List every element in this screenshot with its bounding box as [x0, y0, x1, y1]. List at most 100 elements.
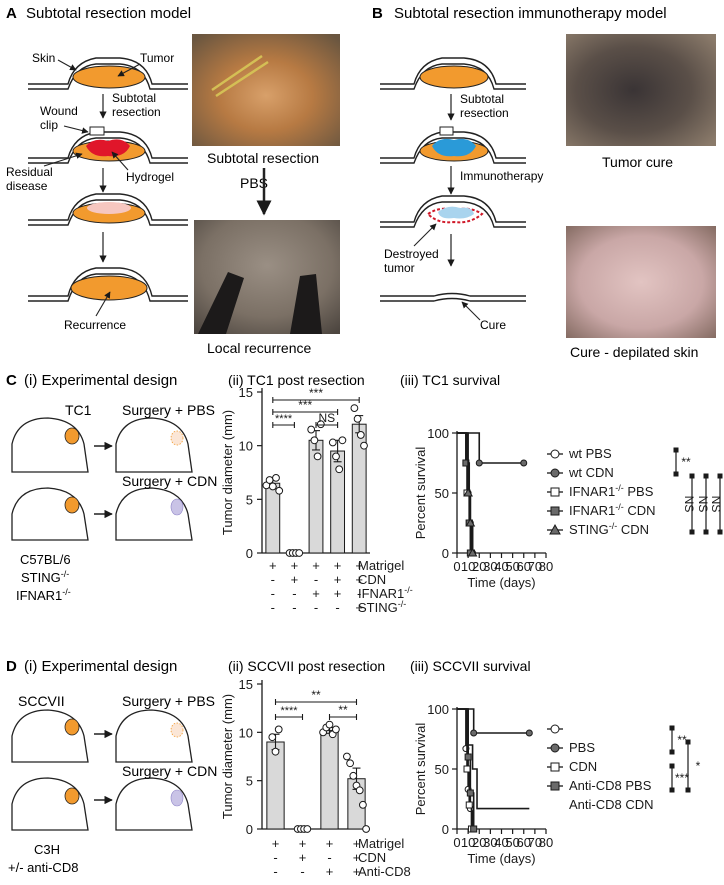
condition-label-sup: -/- [398, 599, 407, 609]
mouse-diagram-c1 [11, 417, 89, 473]
condition-sign: - [271, 600, 275, 615]
x-axis-label: Time (days) [467, 575, 535, 590]
legend-label: IFNAR1-/- CDN [569, 502, 656, 518]
marker-circle-open [550, 724, 560, 734]
x-tick-label: 50 [505, 559, 519, 574]
diagram-b-stage2 [380, 126, 526, 164]
data-point [343, 752, 351, 761]
panel-b: B Subtotal resection immunotherapy model… [372, 5, 716, 360]
legend-label: CDN [569, 759, 597, 774]
condition-label-sup: -/- [404, 585, 413, 595]
panel-d-letter: D [6, 658, 17, 675]
condition-label: CDN [358, 850, 386, 865]
condition-sign: - [292, 586, 296, 601]
condition-sign: + [272, 836, 280, 851]
x-tick-label: 20 [472, 835, 486, 850]
condition-sign: - [357, 586, 361, 601]
panel-a-title: Subtotal resection model [26, 5, 191, 22]
y-axis-label: Percent survival [413, 723, 428, 816]
legend-label: PBS [569, 740, 595, 755]
sig-bracket-end [703, 529, 709, 535]
label-tumor: Tumor [140, 51, 174, 65]
sig-bracket-end [669, 787, 675, 793]
condition-sign: + [353, 836, 361, 851]
photo-caption-local-recurrence: Local recurrence [207, 340, 311, 356]
sig-label: ** [311, 688, 321, 702]
condition-sign: + [326, 864, 334, 879]
data-point [316, 420, 325, 429]
marker-circle-filled [520, 459, 528, 467]
sig-bracket-end [689, 473, 695, 479]
data-point [325, 720, 334, 729]
condition-sign: - [273, 850, 277, 865]
mouse-diagram-c4 [115, 487, 193, 541]
x-tick-label: 40 [494, 835, 508, 850]
x-tick-label: 70 [528, 559, 542, 574]
legend-label: wt CDN [568, 465, 614, 480]
chart-c-surv-title: (iii) TC1 survival [400, 372, 500, 388]
condition-label: Matrigel [358, 836, 404, 851]
data-point [328, 438, 337, 447]
sig-label: ** [681, 455, 691, 469]
label-line: disease [6, 179, 48, 193]
data-point [303, 825, 312, 833]
condition-sign: + [269, 558, 277, 573]
label-pbs-arrow: PBS [240, 175, 268, 191]
condition-sign: - [300, 864, 304, 879]
x-tick-label: 50 [505, 835, 519, 850]
data-point [268, 733, 277, 742]
marker-circle-filled [525, 729, 533, 737]
label-line: resection [460, 106, 509, 120]
x-tick-label: 70 [528, 835, 542, 850]
sig-label: NS [696, 496, 710, 513]
condition-sign: + [312, 586, 320, 601]
condition-label: Matrigel [358, 558, 404, 573]
y-tick-label: 50 [435, 762, 449, 777]
legend-label-sup: -/- [609, 521, 618, 531]
y-tick-label: 5 [246, 774, 253, 789]
marker-triangle-filled [549, 523, 561, 535]
marker-square-open [550, 762, 560, 772]
y-axis-label: Percent survival [413, 447, 428, 540]
x-tick-label: 10 [461, 835, 475, 850]
y-tick-label: 10 [239, 725, 253, 740]
legend-label: STING-/- CDN [569, 521, 649, 537]
marker-circle-filled [550, 468, 560, 478]
legend-label-suffix: CDN [617, 522, 649, 537]
marker-square-filled [550, 781, 560, 791]
diagram-b-stage1 [380, 57, 526, 90]
marker-square-open [463, 765, 471, 773]
marker-square-filled [470, 825, 478, 833]
sig-label: NS [318, 411, 335, 425]
mouse-diagram-d4 [115, 777, 193, 831]
sig-bracket-end [717, 529, 723, 535]
legend-label: IFNAR1-/- PBS [569, 483, 654, 499]
data-point [275, 486, 284, 495]
label-c57bl6: C57BL/6 [20, 552, 71, 567]
label-recurrence: Recurrence [64, 318, 126, 332]
marker-triangle-filled [465, 517, 476, 527]
label-line: clip [40, 118, 58, 132]
condition-sign: + [353, 864, 361, 879]
y-tick-label: 0 [442, 546, 449, 561]
label-ifnar1-ko: IFNAR1-/- [16, 587, 71, 603]
x-axis-label: Time (days) [467, 851, 535, 866]
marker-square-open [550, 487, 560, 497]
panel-b-letter: B [372, 5, 383, 22]
data-point [268, 482, 277, 491]
condition-sign: - [335, 600, 339, 615]
condition-sign: + [353, 850, 361, 865]
condition-sign: - [327, 850, 331, 865]
x-tick-label: 20 [472, 559, 486, 574]
condition-label: Anti-CD8 [358, 864, 411, 879]
label-c-surgery-pbs: Surgery + PBS [122, 402, 215, 418]
data-point [338, 436, 347, 445]
diagram-a-stage2 [28, 126, 188, 164]
sig-label: *** [298, 398, 312, 412]
